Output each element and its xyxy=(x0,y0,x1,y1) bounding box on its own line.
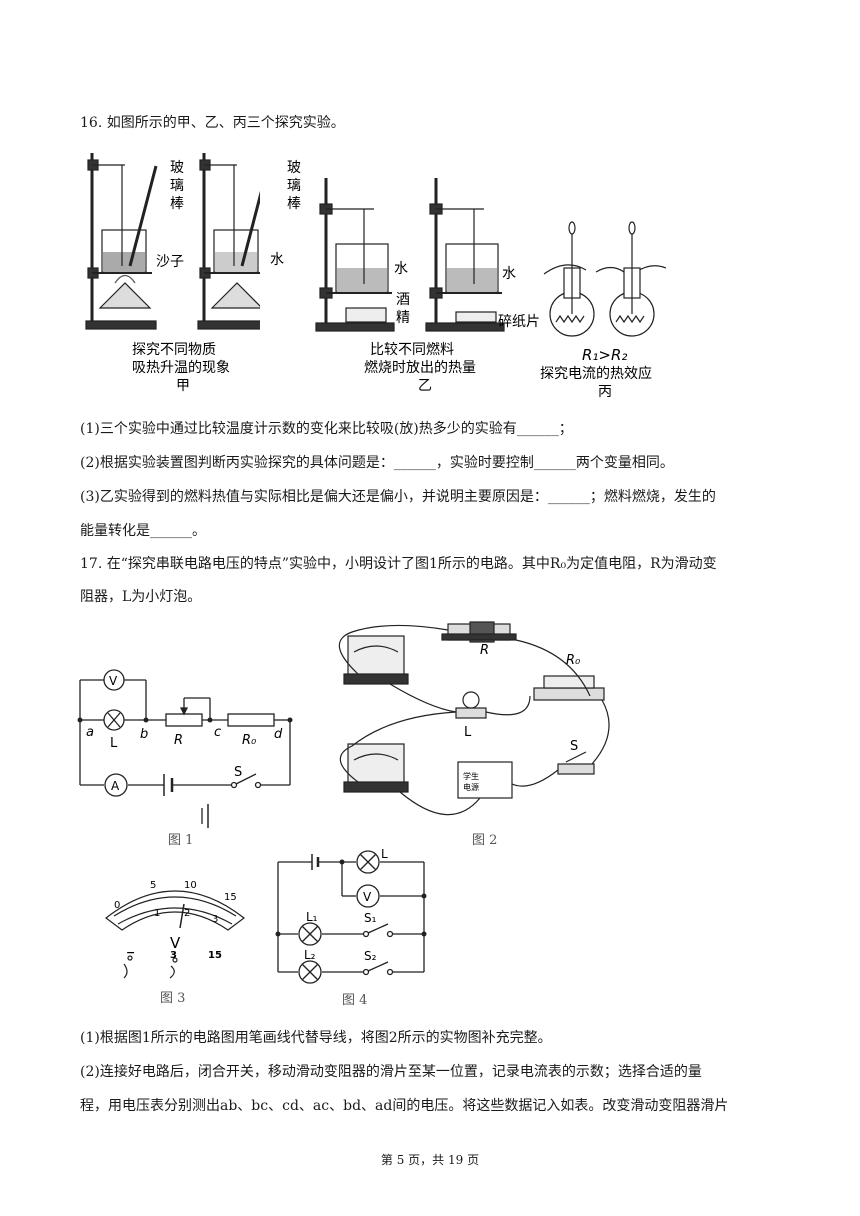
power-supply-label-2: 电源 xyxy=(463,782,479,792)
ammeter-symbol-1: A xyxy=(111,779,120,793)
node-a: a xyxy=(86,725,94,740)
caption-yi-2: 燃烧时放出的热量 xyxy=(364,359,476,376)
v-scale-2: 2 xyxy=(184,908,190,919)
switch-label-1: S xyxy=(234,765,242,780)
v-scale-15: 15 xyxy=(224,892,237,903)
caption-fig2: 图 2 xyxy=(472,833,497,848)
q17-part2a: (2)连接好电路后，闭合开关，移动滑动变阻器的滑片至某一位置，记录电流表的示数；… xyxy=(80,1064,702,1080)
figure-2-apparatus: R R₀ L S 学生 电源 图 2 xyxy=(338,621,610,848)
lamp-label-2: L xyxy=(464,725,472,740)
v-scale-5: 5 xyxy=(150,880,156,891)
q16-part2: (2)根据实验装置图判断丙实验探究的具体问题是：______，实验时要控制___… xyxy=(80,455,674,471)
voltmeter-letter: V xyxy=(170,934,181,952)
water-label-jia: 水 xyxy=(270,252,284,268)
switch1-label: S₁ xyxy=(364,911,377,925)
water-label-yi-2: 水 xyxy=(502,266,516,282)
alcohol-label-2: 精 xyxy=(396,310,410,326)
figure-4-circuit: L V L₁ L₂ S₁ S₂ 图 4 xyxy=(275,848,427,1008)
alcohol-label-1: 酒 xyxy=(396,292,410,308)
rheostat-label-2: R xyxy=(480,643,489,658)
caption-fig1: 图 1 xyxy=(168,833,193,848)
terminal-3: 3 xyxy=(170,950,177,961)
rod-label-1c: 棒 xyxy=(170,196,184,212)
figure-bing: R₁>R₂ 探究电流的热效应 丙 xyxy=(540,221,667,400)
lamp-label-4: L xyxy=(381,848,388,861)
node-d: d xyxy=(274,727,283,742)
resistor-label-1: R₀ xyxy=(242,733,257,748)
v-scale-0: 0 xyxy=(114,900,120,911)
switch2-label: S₂ xyxy=(364,949,377,963)
v-scale-1: 1 xyxy=(154,908,160,919)
figure-3-voltmeter: 5 10 15 0 1 2 3 V − 3 15 图 3 xyxy=(105,880,245,1006)
rod-label-2b: 璃 xyxy=(287,177,301,194)
v-scale-10: 10 xyxy=(184,880,197,891)
paper-label: 碎纸片 xyxy=(498,314,540,330)
lamp1-label: L₁ xyxy=(306,910,318,924)
rod-label-2a: 玻 xyxy=(287,160,301,176)
resistance-relation: R₁>R₂ xyxy=(582,346,627,364)
figure-jia-labels: 玻 璃 棒 沙子 玻 璃 棒 水 探究不同物质 吸热升温的现象 甲 xyxy=(132,160,301,394)
q16-part1: (1)三个实验中通过比较温度计示数的变化来比较吸(放)热多少的实验有______… xyxy=(80,421,573,437)
switch-label-2: S xyxy=(570,739,578,754)
figure-jia xyxy=(85,153,260,330)
q17-part2b: 程，用电压表分别测出ab、bc、cd、ac、bd、ad间的电压。将这些数据记入如… xyxy=(80,1098,729,1114)
q17-stem-a: 17. 在“探究串联电路电压的特点”实验中，小明设计了图1所示的电路。其中R₀为… xyxy=(80,556,717,572)
voltmeter-symbol-1: V xyxy=(109,674,118,688)
rod-label-2c: 棒 xyxy=(287,196,301,212)
q16-stem: 16. 如图所示的甲、乙、丙三个探究实验。 xyxy=(80,115,345,131)
figure-1-circuit: V A L R R₀ S a b c d 图 1 xyxy=(77,669,293,848)
page-footer: 第 5 页，共 19 页 xyxy=(380,1153,480,1167)
tag-yi: 乙 xyxy=(418,378,432,394)
v-scale-3: 3 xyxy=(212,914,218,925)
caption-fig4: 图 4 xyxy=(342,993,367,1008)
voltmeter-symbol-4: V xyxy=(363,890,372,904)
tag-bing: 丙 xyxy=(598,384,612,400)
caption-jia-1: 探究不同物质 xyxy=(132,342,216,358)
q17-stem-b: 阻器，L为小灯泡。 xyxy=(80,589,202,605)
q16-part3a: (3)乙实验得到的燃料热值与实际相比是偏大还是偏小，并说明主要原因是：_____… xyxy=(80,489,716,505)
water-label-yi-1: 水 xyxy=(394,261,408,277)
caption-jia-2: 吸热升温的现象 xyxy=(132,360,230,376)
sand-label: 沙子 xyxy=(156,254,184,270)
node-b: b xyxy=(140,727,148,742)
tag-jia: 甲 xyxy=(176,378,190,394)
lamp2-label: L₂ xyxy=(304,948,316,962)
terminal-minus: − xyxy=(126,946,135,959)
q16-part3b: 能量转化是______。 xyxy=(80,523,206,539)
lamp-label-1: L xyxy=(110,736,118,751)
caption-bing: 探究电流的热效应 xyxy=(540,365,652,382)
node-c: c xyxy=(214,725,221,740)
q17-part1: (1)根据图1所示的电路图用笔画线代替导线，将图2所示的实物图补充完整。 xyxy=(80,1030,552,1046)
caption-fig3: 图 3 xyxy=(160,991,185,1006)
resistor-label-2: R₀ xyxy=(566,653,581,668)
figure-yi: 水 酒 精 水 碎纸片 比较不同燃料 燃烧时放出的热量 乙 xyxy=(315,178,540,394)
rod-label-1a: 玻 xyxy=(170,160,184,176)
power-supply-label-1: 学生 xyxy=(463,771,479,781)
terminal-15: 15 xyxy=(208,950,222,961)
rod-label-1b: 璃 xyxy=(170,177,184,194)
caption-yi-1: 比较不同燃料 xyxy=(370,341,454,358)
rheostat-label-1: R xyxy=(174,733,183,748)
